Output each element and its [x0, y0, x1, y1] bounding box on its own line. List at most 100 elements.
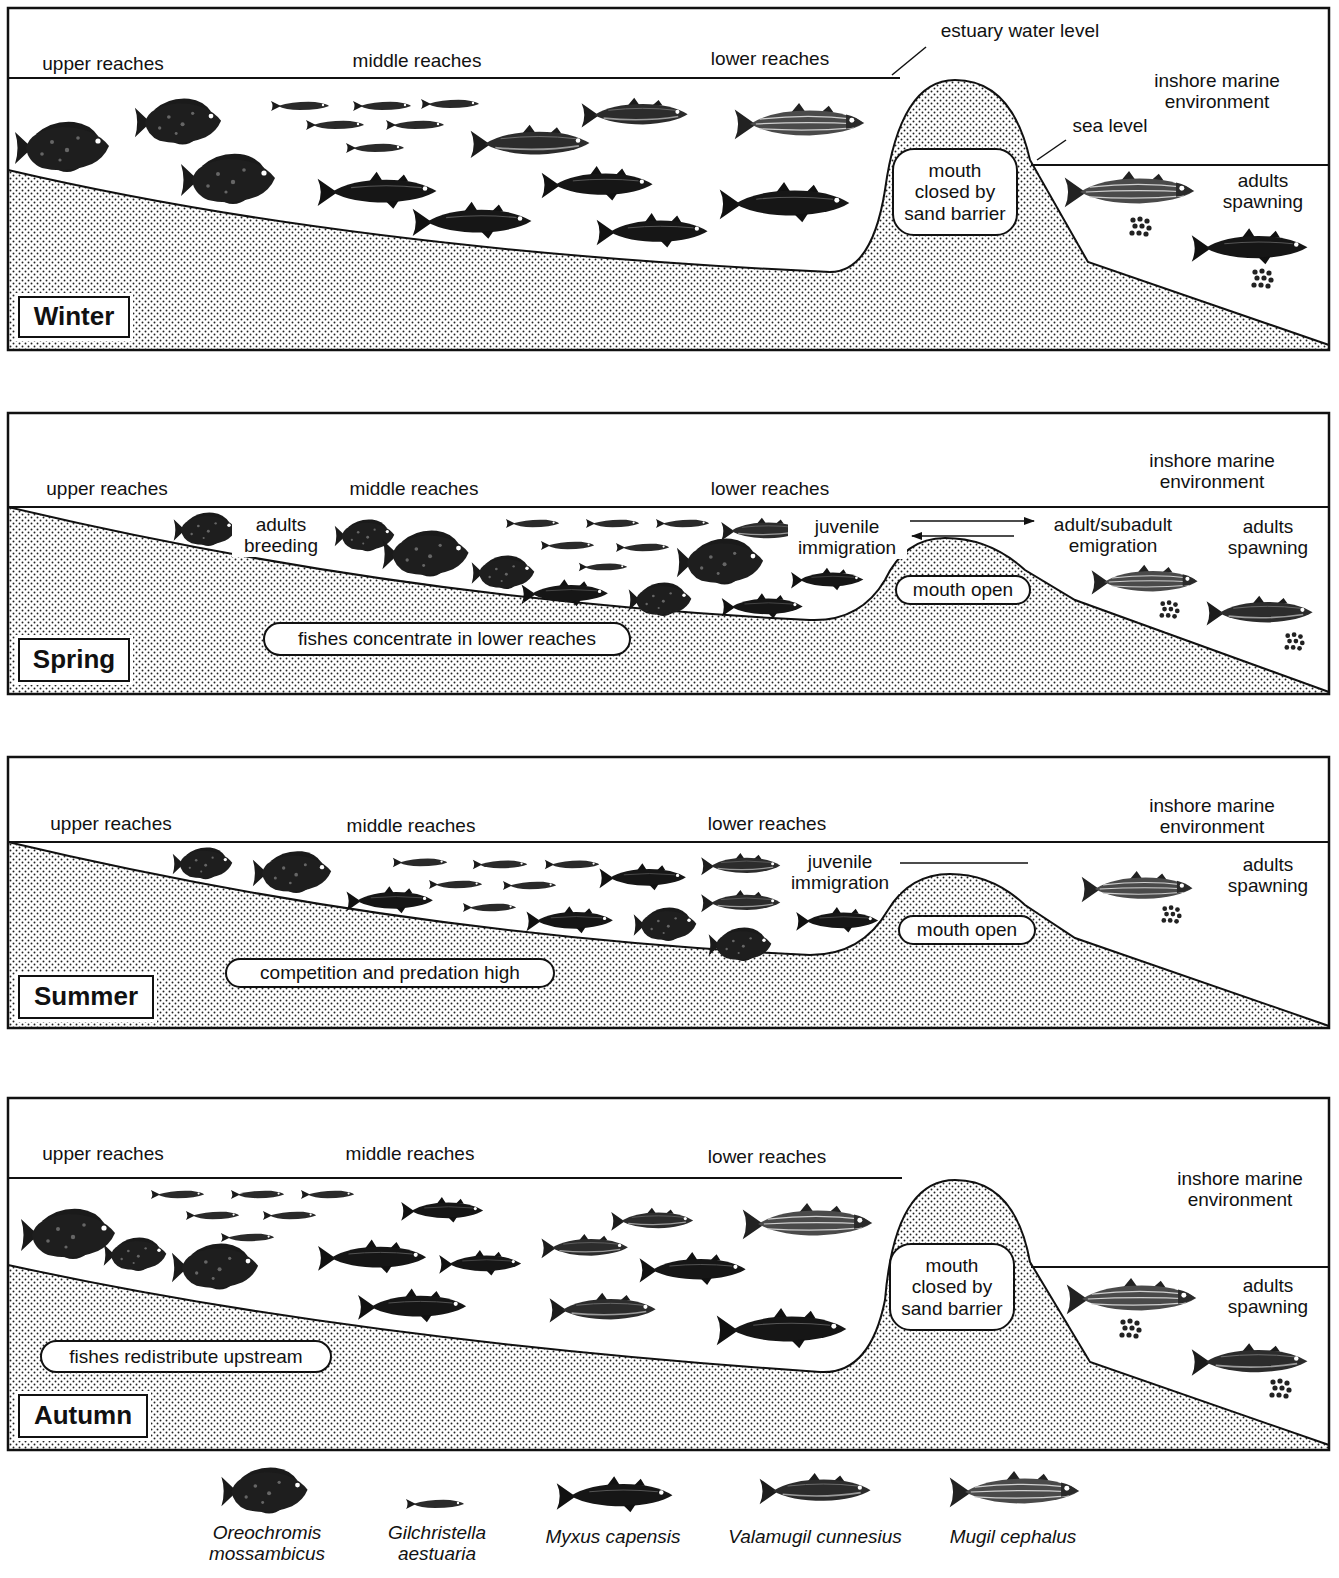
valamugil-figure — [471, 125, 590, 158]
valamugil-figure — [1207, 596, 1313, 626]
region-label: lower reaches — [709, 48, 831, 69]
myxus-figure — [640, 1252, 746, 1285]
mugil-figure — [1067, 1278, 1197, 1314]
gilch-figure — [301, 1190, 354, 1199]
region-label: middle reaches — [348, 478, 481, 499]
tilapia-figure — [181, 154, 275, 204]
sea-level-line — [1031, 164, 1329, 166]
gilch-figure — [406, 1499, 464, 1509]
region-label: middle reaches — [345, 815, 478, 836]
eggs-figure — [1161, 905, 1181, 923]
water-level — [8, 506, 1329, 508]
box-text: mouth open — [917, 919, 1017, 940]
box-text: fishes concentrate in lower reaches — [298, 628, 596, 649]
region-label: upper reaches — [40, 1143, 165, 1164]
gilch-figure — [353, 101, 411, 111]
tilapia-figure — [253, 851, 331, 893]
gilch-figure — [463, 903, 516, 912]
spring-panel — [8, 413, 1329, 694]
valamugil-figure — [760, 1473, 871, 1504]
note-oval: fishes redistribute upstream — [40, 1340, 332, 1373]
note-oval: mouth open — [898, 915, 1036, 945]
box-text: Autumn — [34, 1401, 132, 1430]
eggs-figure — [1119, 1318, 1141, 1338]
legend-label: Oreochromis mossambicus — [202, 1522, 332, 1565]
gilch-figure — [616, 543, 669, 552]
gilch-figure — [151, 1190, 204, 1199]
gilch-figure — [656, 519, 709, 528]
sand-bed — [8, 842, 1329, 1028]
fish — [173, 847, 1193, 961]
box-text: mouth closed by sand barrier — [897, 1255, 1007, 1319]
eggs-figure — [1284, 632, 1304, 650]
gilch-figure — [579, 563, 627, 571]
legend-label: Valamugil cunnesius — [728, 1526, 902, 1547]
gilch-figure — [393, 858, 447, 867]
box-text: competition and predation high — [260, 962, 520, 983]
region-label: juvenile immigration — [781, 851, 900, 894]
myxus-figure — [717, 1308, 847, 1348]
mugil-figure — [1092, 565, 1198, 595]
season-label-box: Spring — [18, 638, 130, 682]
myxus-figure — [720, 182, 850, 222]
valamugil-figure — [1192, 1343, 1308, 1376]
myxus-figure — [542, 166, 653, 201]
region-label: adults spawning — [1216, 516, 1320, 559]
gilch-figure — [271, 101, 329, 111]
legend-samples — [221, 1467, 1079, 1513]
region-label: adult/subadult emigration — [1036, 514, 1190, 557]
region-label: inshore marine environment — [1163, 1168, 1317, 1211]
valamugil-figure — [550, 1293, 656, 1323]
valamugil-figure — [701, 890, 780, 912]
myxus-figure — [526, 906, 612, 933]
valamugil-figure — [541, 1234, 627, 1258]
water-level — [8, 1177, 902, 1179]
winter-panel — [8, 8, 1329, 350]
tilapia-figure — [104, 1238, 167, 1272]
region-label: adults breeding — [232, 514, 331, 557]
water-level — [8, 841, 1329, 843]
myxus-figure — [597, 213, 708, 248]
region-label: sea level — [1071, 115, 1150, 136]
gilch-figure — [263, 1211, 316, 1220]
season-label-box: Summer — [18, 975, 154, 1019]
region-label: lower reaches — [709, 478, 831, 499]
winter-panel-part — [8, 8, 1329, 350]
gilch-figure — [429, 880, 482, 889]
summer-panel — [8, 757, 1329, 1028]
tilapia-figure — [629, 583, 692, 617]
region-label: adults spawning — [1216, 854, 1320, 897]
myxus-figure — [521, 579, 607, 606]
myxus-figure — [557, 1476, 673, 1512]
sand-bed — [8, 80, 1329, 350]
autumn-panel-part — [8, 1098, 1329, 1450]
myxus-figure — [318, 172, 437, 209]
gilch-figure — [545, 860, 599, 869]
gilch-figure — [306, 120, 364, 130]
migration-arrow — [912, 535, 1014, 537]
region-label: juvenile immigration — [788, 516, 907, 559]
autumn-panel — [8, 1098, 1329, 1450]
mugil-figure — [1082, 871, 1193, 902]
myxus-figure — [346, 886, 432, 913]
spring-panel-part — [8, 413, 1329, 694]
tilapia-figure — [677, 538, 763, 584]
tilapia-figure — [21, 1209, 115, 1259]
fish — [21, 1190, 1307, 1399]
myxus-figure — [401, 1197, 483, 1223]
migration-arrow — [910, 520, 1034, 522]
tilapia-figure — [174, 513, 237, 547]
eggs-figure — [1129, 216, 1151, 236]
region-label: estuary water level — [939, 20, 1101, 41]
gilch-figure — [586, 519, 639, 528]
region-label: lower reaches — [706, 1146, 828, 1167]
valamugil-figure — [611, 1208, 693, 1231]
region-label: middle reaches — [351, 50, 484, 71]
gilch-figure — [503, 881, 556, 890]
season-label-box: Autumn — [18, 1394, 148, 1438]
legend-label: Gilchristella aestuaria — [377, 1522, 497, 1565]
tilapia-figure — [172, 1243, 258, 1289]
tilapia-figure — [382, 530, 468, 576]
region-label: adults spawning — [1211, 170, 1315, 213]
fish — [15, 98, 1307, 289]
